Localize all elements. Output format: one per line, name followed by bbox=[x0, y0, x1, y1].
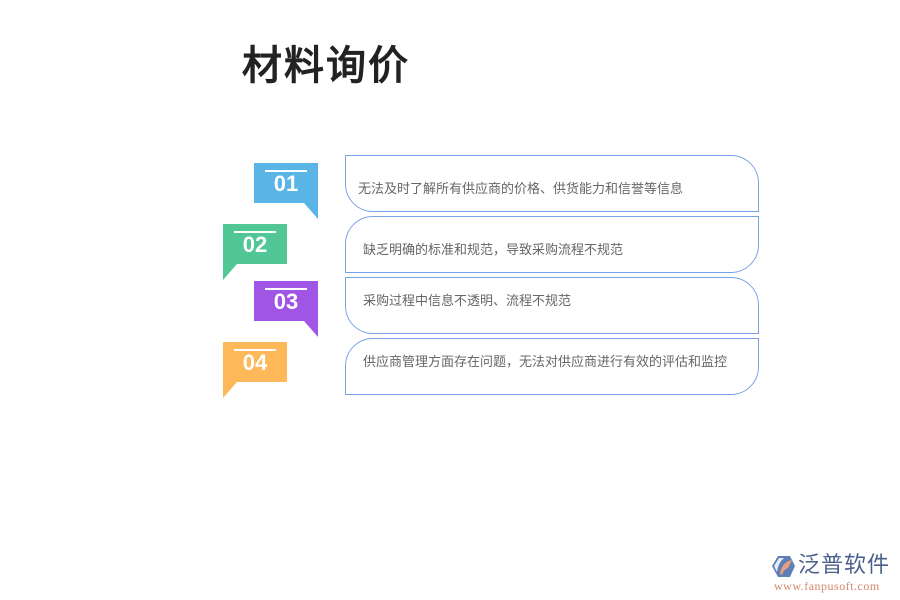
fanpu-logo: 泛普软件 www.fanpusoft.com bbox=[770, 553, 895, 593]
page-title: 材料询价 bbox=[242, 43, 410, 89]
badge-number: 03 bbox=[273, 289, 299, 314]
logo-mark-icon bbox=[772, 556, 795, 577]
badge-number: 04 bbox=[242, 350, 268, 375]
item-text: 供应商管理方面存在问题，无法对供应商进行有效的评估和监控 bbox=[363, 355, 728, 370]
badge-bar bbox=[234, 349, 276, 351]
badge-tail bbox=[223, 264, 237, 280]
badge-tail bbox=[304, 321, 318, 337]
badge-number: 02 bbox=[242, 232, 268, 257]
logo-url: www.fanpusoft.com bbox=[774, 579, 880, 593]
badge-tail bbox=[304, 203, 318, 219]
badge-03: 03 bbox=[254, 281, 318, 337]
item-card-02: 缺乏明确的标准和规范，导致采购流程不规范 bbox=[345, 216, 759, 273]
logo-brand: 泛普软件 bbox=[798, 553, 891, 578]
item-text: 缺乏明确的标准和规范，导致采购流程不规范 bbox=[363, 243, 624, 258]
badge-bar bbox=[265, 288, 307, 290]
item-card-04: 供应商管理方面存在问题，无法对供应商进行有效的评估和监控 bbox=[345, 338, 759, 395]
badge-02: 02 bbox=[223, 224, 287, 280]
badge-number: 01 bbox=[273, 171, 299, 196]
item-card-03: 采购过程中信息不透明、流程不规范 bbox=[345, 277, 759, 334]
item-text: 无法及时了解所有供应商的价格、供货能力和信誉等信息 bbox=[358, 182, 684, 197]
badge-01: 01 bbox=[254, 163, 318, 219]
badge-bar bbox=[234, 231, 276, 233]
badge-tail bbox=[223, 382, 237, 398]
badge-bar bbox=[265, 170, 307, 172]
item-card-01: 无法及时了解所有供应商的价格、供货能力和信誉等信息 bbox=[345, 155, 759, 212]
item-text: 采购过程中信息不透明、流程不规范 bbox=[363, 294, 572, 309]
badge-04: 04 bbox=[223, 342, 287, 398]
